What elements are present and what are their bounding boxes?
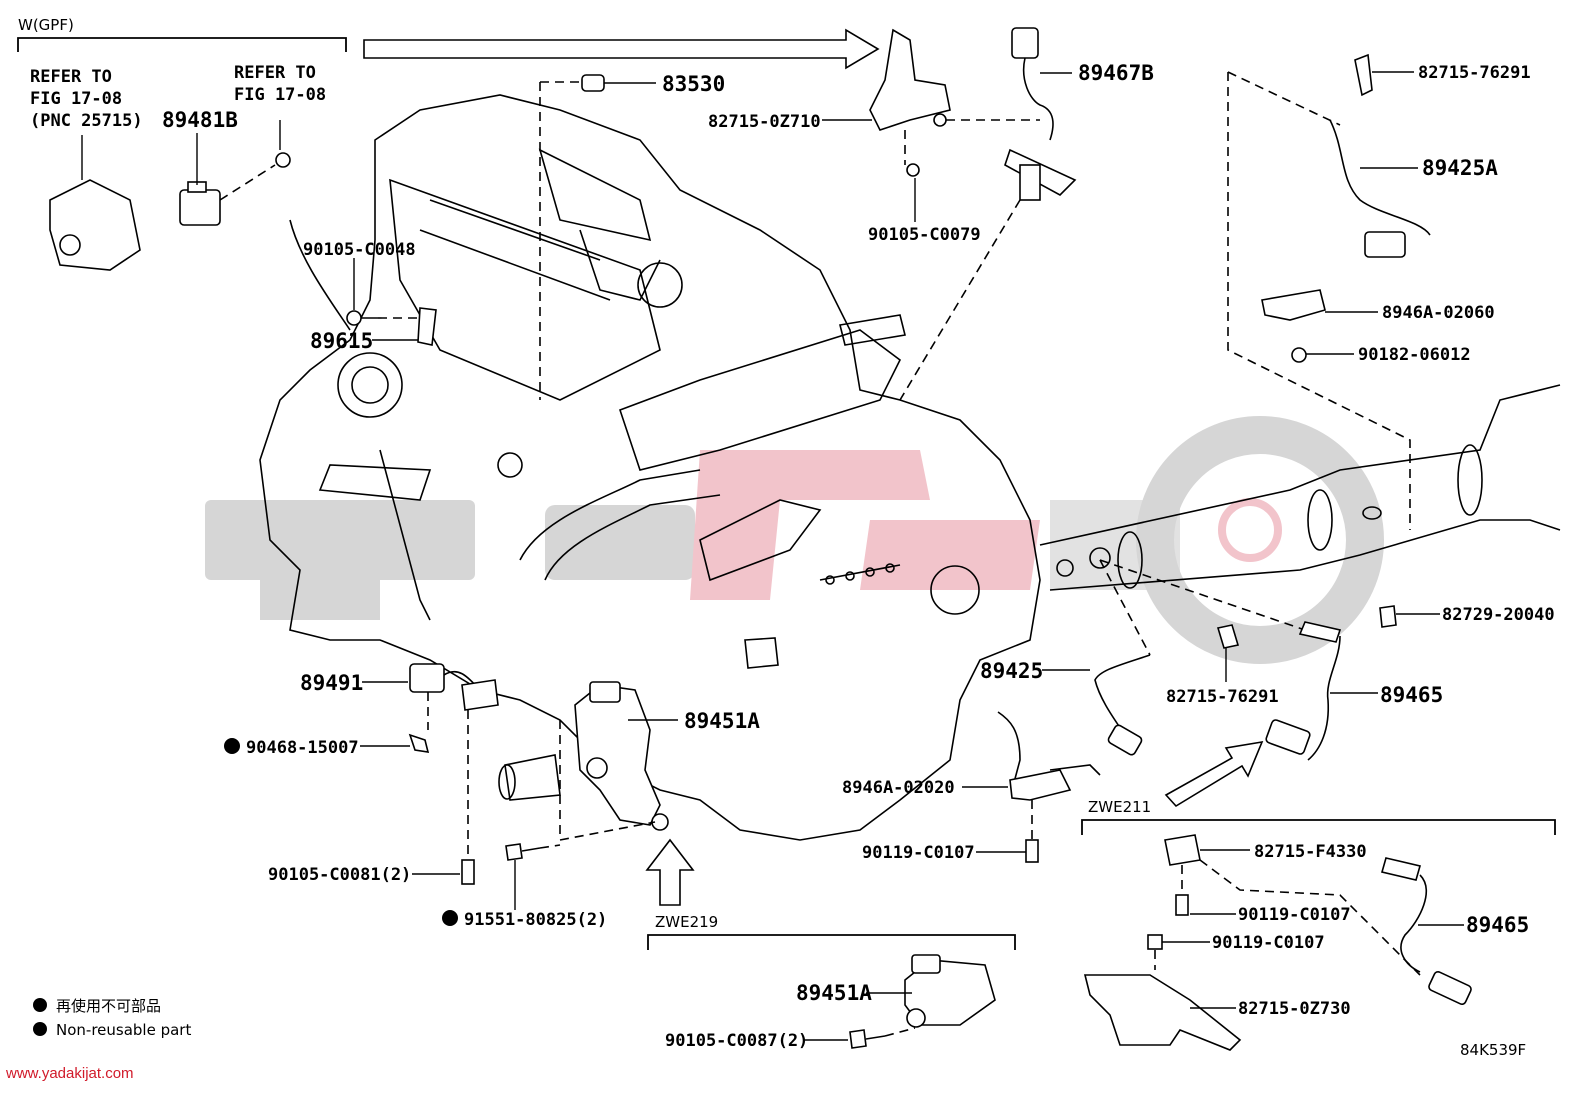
part-label-8946a-02020[interactable]: 8946A-02020 <box>842 778 955 798</box>
section-label-gpf: W(GPF) <box>18 16 74 34</box>
part-label-8946a-02060[interactable]: 8946A-02060 <box>1382 303 1495 323</box>
part-89451a-main-illustration <box>505 681 678 910</box>
part-label-90105-c0081[interactable]: 90105-C0081(2) <box>268 865 411 885</box>
part-89425a-group <box>1227 53 1431 530</box>
part-83530-illustration <box>539 74 656 400</box>
part-label-90468-15007[interactable]: 90468-15007 <box>246 738 359 758</box>
non-reusable-dot-90468 <box>224 738 240 754</box>
part-label-89491[interactable]: 89491 <box>300 671 363 695</box>
part-89451a-zwe219-illustration <box>804 954 996 1049</box>
part-label-89481b[interactable]: 89481B <box>162 108 238 132</box>
part-label-90182-06012[interactable]: 90182-06012 <box>1358 345 1471 365</box>
part-89491-illustration <box>360 663 499 885</box>
refer-left-line2: FIG 17-08 <box>30 89 122 109</box>
gpf-bracket-part-illustration <box>49 135 141 271</box>
exhaust-pipe-illustration <box>1039 384 1561 591</box>
part-label-90105-c0079[interactable]: 90105-C0079 <box>868 225 981 245</box>
part-label-90105-c0048[interactable]: 90105-C0048 <box>303 240 416 260</box>
part-label-82715-76291-mid[interactable]: 82715-76291 <box>1166 687 1279 707</box>
part-89481b-illustration <box>179 120 291 226</box>
legend-dot-en <box>33 1022 47 1036</box>
part-89425-illustration <box>1042 559 1440 761</box>
part-label-91551-80825[interactable]: 91551-80825(2) <box>464 910 607 930</box>
refer-right-line2: FIG 17-08 <box>234 85 326 105</box>
section-label-zwe219: ZWE219 <box>655 913 718 931</box>
direction-arrow-right <box>1164 740 1264 808</box>
part-label-89615[interactable]: 89615 <box>310 329 373 353</box>
legend: 再使用不可部品 Non-reusable part <box>33 997 191 1039</box>
direction-arrow-bottom <box>645 838 695 906</box>
part-label-89425a[interactable]: 89425A <box>1422 156 1498 180</box>
part-label-82715-76291-top[interactable]: 82715-76291 <box>1418 63 1531 83</box>
part-label-82715-0z710[interactable]: 82715-0Z710 <box>708 112 821 132</box>
part-label-90119-c0107-b[interactable]: 90119-C0107 <box>1238 905 1351 925</box>
legend-dot-jp <box>33 998 47 1012</box>
refer-note-left: REFER TO FIG 17-08 (PNC 25715) <box>30 67 143 131</box>
part-label-89467b[interactable]: 89467B <box>1078 61 1154 85</box>
figure-code: 84K539F <box>1460 1041 1526 1059</box>
part-label-89465-zwe211[interactable]: 89465 <box>1466 913 1529 937</box>
part-label-82729-20040[interactable]: 82729-20040 <box>1442 605 1555 625</box>
refer-left-line1: REFER TO <box>30 67 112 87</box>
part-label-90119-c0107-a[interactable]: 90119-C0107 <box>862 843 975 863</box>
part-89467b-illustration <box>899 27 1077 401</box>
gpf-bracket: W(GPF) <box>17 16 347 52</box>
part-label-90105-c0087[interactable]: 90105-C0087(2) <box>665 1031 808 1051</box>
part-89615-illustration <box>346 258 437 346</box>
part-8946a-02020-illustration <box>962 711 1101 863</box>
part-label-89451a-zwe219[interactable]: 89451A <box>796 981 872 1005</box>
refer-right-line1: REFER TO <box>234 63 316 83</box>
part-82715-0z710-illustration <box>822 28 1040 222</box>
refer-note-right: REFER TO FIG 17-08 <box>234 63 326 105</box>
part-label-82715-f4330[interactable]: 82715-F4330 <box>1254 842 1367 862</box>
zwe211-bracket: ZWE211 <box>1081 798 1556 835</box>
non-reusable-dot-91551 <box>442 910 458 926</box>
part-label-90119-c0107-c[interactable]: 90119-C0107 <box>1212 933 1325 953</box>
section-label-zwe211: ZWE211 <box>1088 798 1151 816</box>
legend-text-jp: 再使用不可部品 <box>56 997 161 1015</box>
zwe219-bracket: ZWE219 <box>647 913 1016 950</box>
part-label-82715-0z730[interactable]: 82715-0Z730 <box>1238 999 1351 1019</box>
part-label-89465-mid[interactable]: 89465 <box>1380 683 1443 707</box>
part-zwe211-group <box>1083 834 1472 1051</box>
direction-arrow-top <box>363 28 880 70</box>
footer-website-link[interactable]: www.yadakijat.com <box>6 1065 134 1082</box>
part-label-89451a-main[interactable]: 89451A <box>684 709 760 733</box>
part-label-83530[interactable]: 83530 <box>662 72 725 96</box>
engine-assembly-illustration <box>259 94 1041 841</box>
legend-text-en: Non-reusable part <box>56 1021 191 1039</box>
refer-left-line3: (PNC 25715) <box>30 111 143 131</box>
part-label-89425[interactable]: 89425 <box>980 659 1043 683</box>
watermark-logo <box>205 416 1384 664</box>
